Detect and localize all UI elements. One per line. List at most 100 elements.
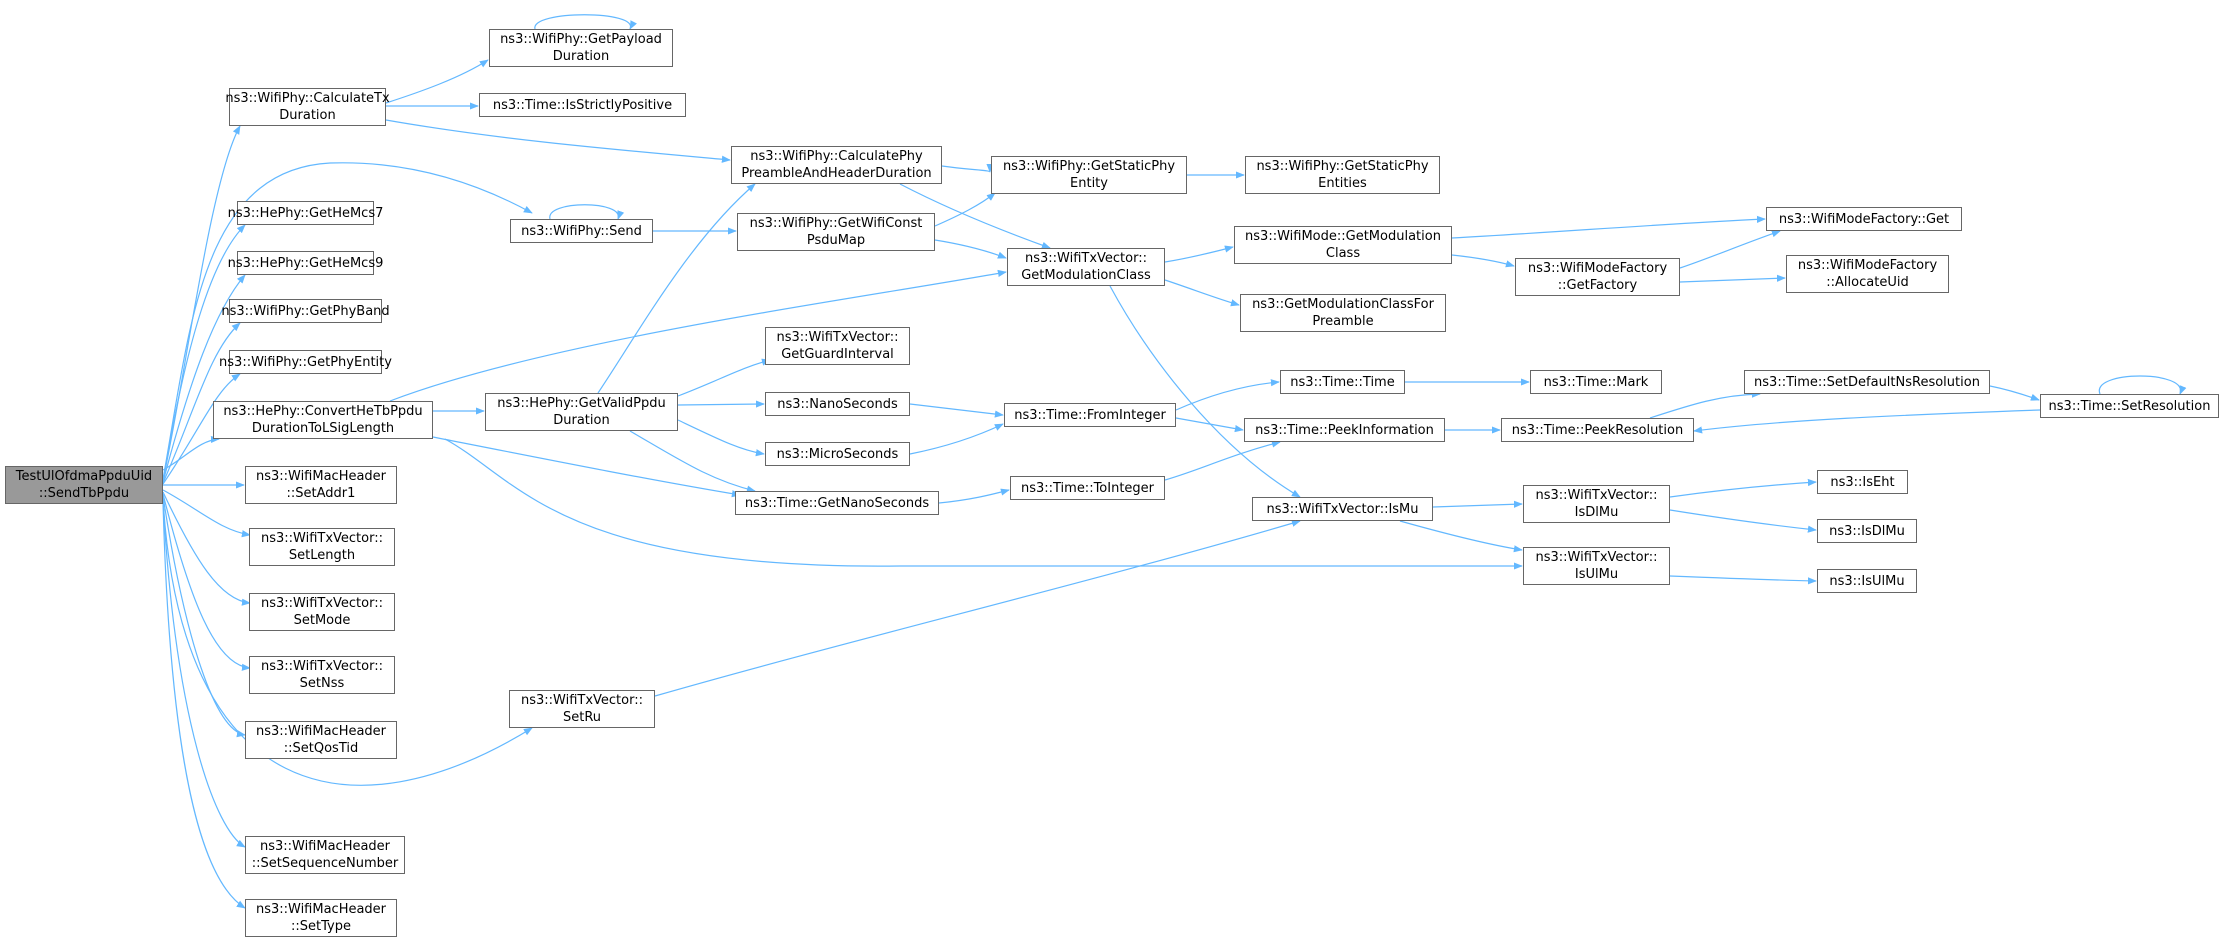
node-mac-set-addr1[interactable]: ns3::WifiMacHeader ::SetAddr1	[245, 466, 397, 504]
edge-calc-phy-preamble-to-get-static-phy-entity	[941, 163, 994, 173]
edge-valid-ppdu-to-calc-phy-preamble	[597, 183, 756, 394]
node-calculate-tx-duration[interactable]: ns3::WifiPhy::CalculateTx Duration	[225, 88, 390, 126]
edge-root-to-mac-set-type	[162, 501, 246, 909]
edge-calc-phy-preamble-to-txv-get-modulation-class	[899, 183, 1051, 249]
node-txv-set-ru[interactable]: ns3::WifiTxVector:: SetRu	[509, 690, 655, 728]
edge-root-to-get-phy-entity	[162, 373, 241, 485]
edge-txv-get-mod-class-to-mode-get-mod-class	[1164, 245, 1234, 263]
edge-root-to-get-phy-band	[162, 322, 241, 484]
edge-root-to-wifi-phy-send	[162, 162, 533, 480]
edge-txv-is-ul-mu-to-is-ul-mu	[1669, 575, 1817, 585]
edge-txv-is-dl-mu-to-is-dl-mu	[1669, 509, 1817, 533]
edge-txv-is-mu-to-txv-is-ul-mu	[1399, 520, 1523, 553]
node-txv-set-nss[interactable]: ns3::WifiTxVector:: SetNss	[249, 656, 395, 694]
node-time-set-default-ns-resolution[interactable]: ns3::Time::SetDefaultNsResolution	[1744, 370, 1990, 394]
edge-get-wifi-const-to-txv-get-modulation-class	[934, 239, 1007, 259]
node-txv-get-modulation-class[interactable]: ns3::WifiTxVector:: GetModulationClass	[1007, 248, 1165, 286]
edge-mode-get-mod-class-to-get-factory	[1451, 254, 1515, 268]
node-mode-factory-get-factory[interactable]: ns3::WifiModeFactory ::GetFactory	[1515, 258, 1680, 296]
edge-convert-to-time-get-nano-seconds	[432, 436, 741, 498]
edge-txv-get-mod-class-to-txv-is-mu	[1109, 285, 1301, 498]
edge-valid-ppdu-to-txv-get-guard-interval	[677, 358, 771, 397]
node-nano-seconds[interactable]: ns3::NanoSeconds	[765, 392, 910, 416]
node-time-mark[interactable]: ns3::Time::Mark	[1530, 370, 1662, 394]
edge-set-resolution-to-peek-resolution	[1693, 409, 2041, 434]
edge-txv-is-dl-mu-to-is-eht	[1669, 478, 1817, 498]
node-mode-factory-allocate-uid[interactable]: ns3::WifiModeFactory ::AllocateUid	[1786, 255, 1949, 293]
edge-txv-get-mod-class-to-get-mod-class-for-preamble	[1164, 279, 1240, 307]
node-mac-set-sequence-number[interactable]: ns3::WifiMacHeader ::SetSequenceNumber	[245, 836, 405, 874]
edge-mode-get-mod-class-to-factory-get	[1451, 215, 1766, 239]
edge-get-payload-self-loop	[534, 14, 637, 30]
edge-root-to-get-he-mcs9	[162, 274, 246, 483]
edge-convert-to-txv-get-modulation-class	[389, 269, 1007, 402]
node-time-to-integer[interactable]: ns3::Time::ToInteger	[1010, 476, 1165, 500]
node-time-peek-information[interactable]: ns3::Time::PeekInformation	[1244, 418, 1445, 442]
node-txv-set-mode[interactable]: ns3::WifiTxVector:: SetMode	[249, 593, 395, 631]
node-wifi-phy-send[interactable]: ns3::WifiPhy::Send	[510, 219, 653, 243]
edge-nano-seconds-to-from-integer	[909, 403, 1004, 418]
node-get-phy-entity[interactable]: ns3::WifiPhy::GetPhyEntity	[219, 350, 392, 374]
node-mac-set-qos-tid[interactable]: ns3::WifiMacHeader ::SetQosTid	[245, 721, 397, 759]
edge-send-self-loop	[549, 204, 625, 220]
node-time-from-integer[interactable]: ns3::Time::FromInteger	[1004, 403, 1176, 427]
edge-get-factory-to-factory-get	[1679, 230, 1781, 269]
node-get-payload-duration[interactable]: ns3::WifiPhy::GetPayload Duration	[489, 29, 673, 67]
edge-get-factory-to-allocate-uid	[1679, 274, 1786, 283]
node-is-dl-mu[interactable]: ns3::IsDlMu	[1817, 519, 1917, 543]
node-txv-is-ul-mu[interactable]: ns3::WifiTxVector:: IsUlMu	[1523, 547, 1670, 585]
edge-root-to-txv-set-ru	[162, 497, 533, 786]
edge-get-wifi-const-to-get-static-phy-entity	[934, 192, 996, 227]
node-is-ul-mu[interactable]: ns3::IsUlMu	[1817, 569, 1917, 593]
node-txv-is-dl-mu[interactable]: ns3::WifiTxVector:: IsDlMu	[1523, 485, 1670, 523]
node-mac-set-type[interactable]: ns3::WifiMacHeader ::SetType	[245, 899, 397, 937]
node-time-set-resolution[interactable]: ns3::Time::SetResolution	[2040, 394, 2219, 418]
edge-root-to-calculate-tx-duration	[162, 125, 241, 481]
edge-root-to-txv-set-mode	[162, 491, 251, 606]
edge-txv-is-mu-to-txv-is-dl-mu	[1432, 500, 1523, 508]
node-get-static-phy-entities[interactable]: ns3::WifiPhy::GetStaticPhy Entities	[1245, 156, 1440, 194]
node-txv-set-length[interactable]: ns3::WifiTxVector:: SetLength	[249, 528, 395, 566]
node-is-strictly-positive[interactable]: ns3::Time::IsStrictlyPositive	[479, 93, 686, 117]
edge-root-to-txv-set-nss	[162, 493, 251, 671]
edge-from-integer-to-peek-information	[1175, 417, 1244, 433]
node-time-peek-resolution[interactable]: ns3::Time::PeekResolution	[1501, 418, 1694, 442]
node-get-valid-ppdu-duration[interactable]: ns3::HePhy::GetValidPpdu Duration	[485, 393, 678, 431]
node-get-he-mcs9[interactable]: ns3::HePhy::GetHeMcs9	[228, 251, 383, 275]
node-is-eht[interactable]: ns3::IsEht	[1817, 470, 1908, 494]
edge-calc-tx-to-get-payload-duration	[385, 59, 489, 104]
node-get-he-mcs7[interactable]: ns3::HePhy::GetHeMcs7	[228, 201, 383, 225]
node-mode-factory-get[interactable]: ns3::WifiModeFactory::Get	[1766, 207, 1962, 231]
edge-peek-resolution-to-set-default-ns-resolution	[1649, 390, 1761, 419]
edge-calc-tx-to-calc-phy-preamble	[385, 119, 731, 163]
node-get-phy-band[interactable]: ns3::WifiPhy::GetPhyBand	[221, 299, 390, 323]
node-micro-seconds[interactable]: ns3::MicroSeconds	[765, 442, 910, 466]
node-calculate-phy-preamble[interactable]: ns3::WifiPhy::CalculatePhy PreambleAndHe…	[731, 146, 942, 184]
node-mode-get-modulation-class[interactable]: ns3::WifiMode::GetModulation Class	[1234, 226, 1452, 264]
edge-valid-ppdu-to-nano-seconds	[677, 400, 765, 408]
edge-convert-to-txv-is-ul-mu	[444, 438, 1523, 570]
edge-valid-ppdu-to-micro-seconds	[677, 419, 765, 457]
node-get-mod-class-for-preamble[interactable]: ns3::GetModulationClassFor Preamble	[1240, 294, 1446, 332]
edge-to-integer-to-peek-information	[1164, 440, 1281, 481]
node-time-get-nano-seconds[interactable]: ns3::Time::GetNanoSeconds	[735, 491, 939, 515]
node-convert-he-tb-ppdu[interactable]: ns3::HePhy::ConvertHeTbPpdu DurationToLS…	[213, 401, 433, 439]
edge-set-default-ns-resolution-to-set-resolution	[1989, 385, 2040, 401]
node-txv-get-guard-interval[interactable]: ns3::WifiTxVector:: GetGuardInterval	[765, 327, 910, 365]
edge-set-resolution-self-loop	[2098, 375, 2187, 395]
edge-root-to-mac-set-qos-tid	[162, 495, 246, 738]
node-root-send-tb-ppdu[interactable]: TestUlOfdmaPpduUid ::SendTbPpdu	[5, 466, 163, 504]
node-get-static-phy-entity[interactable]: ns3::WifiPhy::GetStaticPhy Entity	[991, 156, 1187, 194]
node-txv-is-mu[interactable]: ns3::WifiTxVector::IsMu	[1252, 497, 1433, 521]
node-get-wifi-const-psdu-map[interactable]: ns3::WifiPhy::GetWifiConst PsduMap	[737, 213, 935, 251]
edge-root-to-convert-he-tb-ppdu	[162, 435, 220, 471]
edge-root-to-mac-set-sequence-number	[162, 499, 246, 848]
edge-txv-set-ru-to-txv-is-mu	[654, 519, 1301, 697]
edge-from-integer-to-time-time	[1175, 379, 1280, 411]
edge-micro-seconds-to-from-integer	[909, 423, 1004, 455]
edge-root-to-txv-set-length	[162, 489, 251, 538]
node-time-time[interactable]: ns3::Time::Time	[1280, 370, 1405, 394]
edge-root-to-get-he-mcs7	[162, 224, 246, 482]
edge-valid-ppdu-to-time-get-nano-seconds	[629, 430, 756, 493]
